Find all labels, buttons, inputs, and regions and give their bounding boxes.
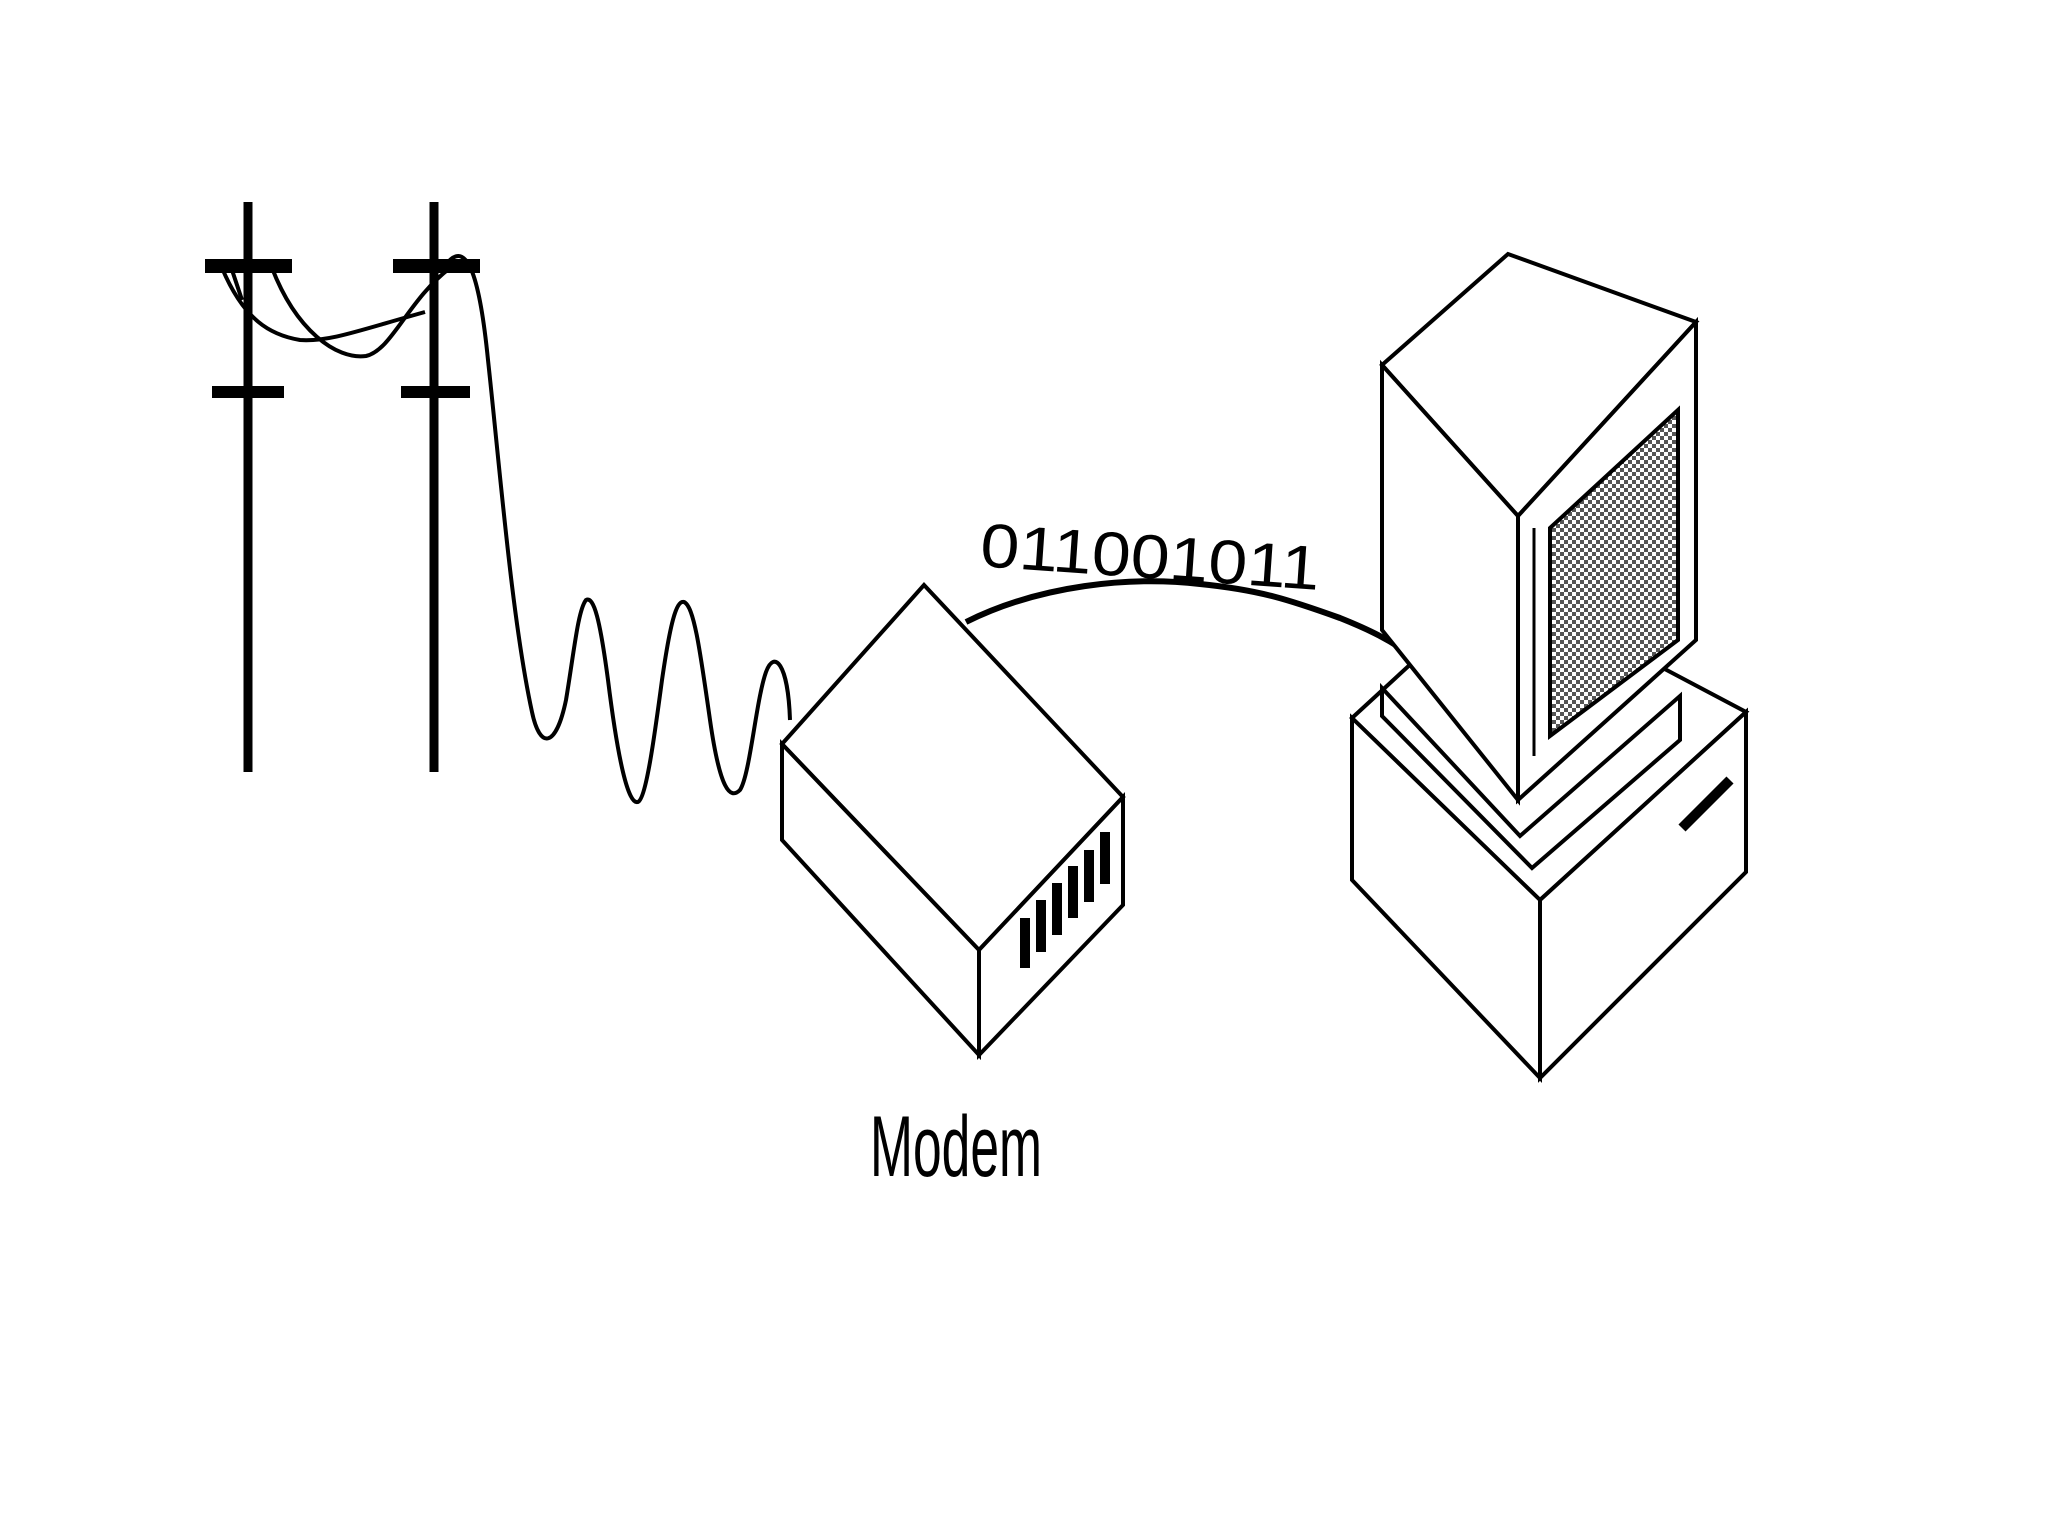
utility-poles-icon xyxy=(205,202,480,772)
computer-icon xyxy=(1349,251,1750,1084)
modem-indicator-lights xyxy=(1020,832,1110,968)
monitor-screen xyxy=(1548,405,1680,740)
modem-label: Modem xyxy=(870,1099,1042,1195)
computer-base-side xyxy=(1538,707,1748,1083)
power-wire-2 xyxy=(270,266,452,359)
modem-icon xyxy=(779,582,1126,1061)
binary-bits-label: 011001011 xyxy=(978,511,1322,604)
digital-cable xyxy=(964,578,1414,659)
power-wire-1 xyxy=(220,267,426,343)
floppy-slot xyxy=(1678,776,1734,832)
analog-signal-wave xyxy=(446,254,792,804)
power-wire-3 xyxy=(230,269,244,301)
monitor-stand xyxy=(1380,682,1682,871)
